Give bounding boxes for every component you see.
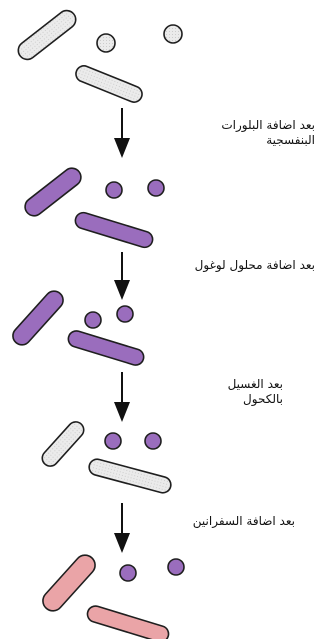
coccus-cell [117,306,133,322]
bacillus-cell [73,211,154,250]
step-label-line: بالكحول [228,392,283,407]
step-label-line: بعد الغسيل [228,377,283,392]
bacillus-cell [39,419,87,470]
coccus-cell [164,25,182,43]
coccus-cell [105,433,121,449]
stage-after-lugol-iodine [9,287,145,367]
step-label-line: بعد اضافة السفرانين [193,514,295,529]
step-label-lugol-iodine: بعد اضافة محلول لوغول [195,258,315,273]
bacillus-cell [21,165,84,220]
coccus-cell [168,559,184,575]
coccus-cell [148,180,164,196]
coccus-cell [85,312,101,328]
step-label-line: البنفسجية [221,133,315,148]
stage-initial [15,7,182,105]
bacillus-cell [87,457,172,494]
coccus-cell [97,34,115,52]
step-label-alcohol-wash: بعد الغسيل بالكحول [228,377,283,407]
step-label-crystal-violet: بعد اضافة البلورات البنفسجية [221,118,315,148]
step-label-safranin: بعد اضافة السفرانين [193,514,295,529]
bacillus-cell [74,63,145,104]
coccus-cell [145,433,161,449]
coccus-cell [106,182,122,198]
stage-after-crystal-violet [21,165,164,250]
stage-after-alcohol-wash [39,419,173,495]
step-label-line: بعد اضافة البلورات [221,118,315,133]
bacillus-cell [39,551,99,615]
bacillus-cell [85,604,170,639]
bacillus-cell [15,7,80,63]
coccus-cell [120,565,136,581]
bacillus-cell [66,329,145,367]
stage-after-safranin [39,551,184,639]
bacillus-cell [9,287,67,348]
step-label-line: بعد اضافة محلول لوغول [195,258,315,273]
